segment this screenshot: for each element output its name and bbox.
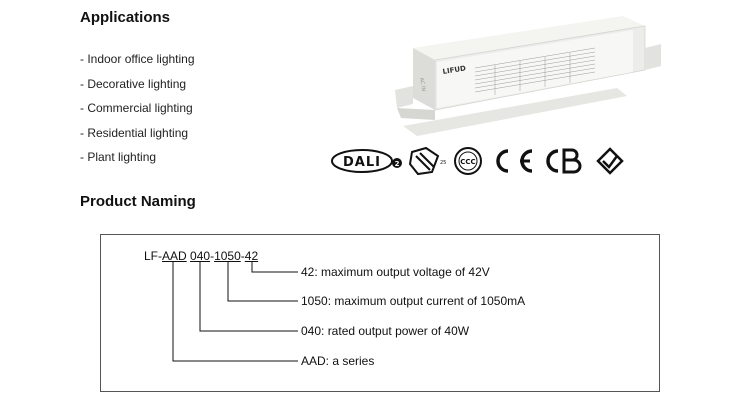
list-item: - Residential lighting [80, 125, 189, 140]
code-separator: - [210, 249, 215, 263]
ccc-logo: CCC [454, 147, 482, 175]
list-item: - Plant lighting [80, 150, 157, 164]
cb-logo [546, 148, 582, 174]
desc-voltage: 42: maximum output voltage of 42V [301, 265, 490, 279]
code-power: 040 [190, 249, 211, 263]
ac-in-label: AC IN [418, 77, 426, 92]
desc-power: 040: rated output power of 40W [301, 324, 470, 338]
desc-current: 1050: maximum output current of 1050mA [301, 294, 526, 308]
svg-text:2: 2 [395, 160, 400, 168]
desc-series: AAD: a series [301, 354, 375, 368]
list-item: - Commercial lighting [80, 101, 193, 115]
applications-list: - Indoor office lighting - Decorative li… [80, 52, 195, 175]
list-item: - Decorative lighting [80, 76, 187, 91]
connector-lines [172, 262, 298, 362]
list-item: - Indoor office lighting [80, 52, 195, 66]
code-current: 1050 [214, 249, 241, 263]
code-voltage: 42 [244, 249, 259, 263]
rcm-logo [596, 147, 624, 175]
svg-text:CCC: CCC [460, 158, 475, 166]
led-driver-image: LIFUD AC IN [395, 16, 661, 136]
naming-diagram: LF-AAD 040-1050-42 42: maximum output vo… [100, 234, 660, 392]
product-naming-title: Product Naming [80, 193, 196, 210]
model-code: LF-AAD 040-1050-42 [144, 249, 258, 263]
code-series: AAD [162, 249, 187, 263]
certification-logos: DALI 2 25 CCC [331, 146, 624, 176]
ce-logo [496, 149, 533, 173]
code-separator: - [240, 249, 245, 263]
dali-logo: DALI 2 [331, 149, 402, 173]
svg-text:DALI: DALI [343, 155, 381, 170]
code-prefix: LF- [144, 249, 162, 263]
svg-text:25: 25 [440, 160, 446, 166]
applications-title: Applications [80, 9, 171, 26]
enec-logo: 25 [408, 146, 446, 176]
brand-logo: LIFUD [442, 64, 466, 76]
